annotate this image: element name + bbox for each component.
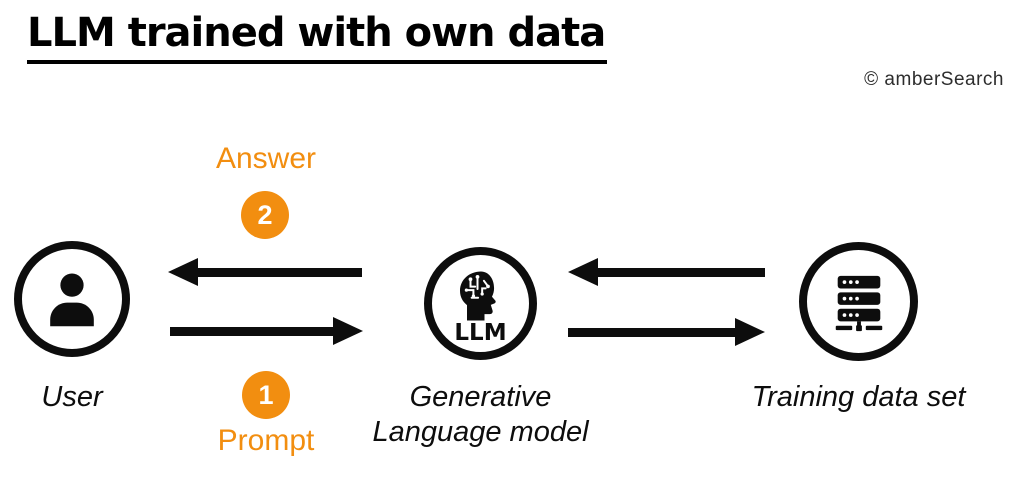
arrow-left-head-icon [168, 258, 198, 286]
arrow-shaft [598, 267, 765, 277]
user-node-label: User [41, 381, 103, 413]
server-icon [828, 271, 890, 333]
llm-node-label: Generative Language model [330, 380, 631, 450]
answer-arrow-llm-to-user [168, 258, 362, 286]
prompt-flow-label: Prompt [217, 424, 315, 457]
answer-flow-label: Answer [215, 142, 317, 175]
ai-head-circuit-icon [453, 268, 509, 324]
llm-node: LLM [424, 247, 537, 360]
step-1-badge: 1 [242, 371, 290, 419]
llm-icon-caption: LLM [454, 320, 507, 346]
arrow-shaft [568, 327, 735, 337]
llm-label-line1: Generative [409, 381, 552, 413]
arrow-shaft [198, 267, 362, 277]
arrow-right-head-icon [735, 318, 765, 346]
step-2-number: 2 [257, 199, 273, 230]
step-1-number: 1 [258, 379, 274, 410]
data-to-llm-arrow [568, 258, 765, 286]
arrow-left-head-icon [568, 258, 598, 286]
llm-label-line2: Language model [372, 415, 589, 448]
training-data-node [799, 242, 918, 361]
user-node [14, 241, 130, 357]
page-title: LLM trained with own data [27, 8, 608, 64]
training-data-node-label: Training data set [751, 381, 966, 413]
llm-to-data-arrow [568, 318, 765, 346]
arrow-shaft [170, 326, 333, 336]
copyright-note: © amberSearch [864, 69, 1004, 90]
arrow-right-head-icon [333, 317, 363, 345]
prompt-arrow-user-to-llm [170, 317, 363, 345]
step-2-badge: 2 [241, 191, 289, 239]
user-icon [38, 263, 106, 335]
